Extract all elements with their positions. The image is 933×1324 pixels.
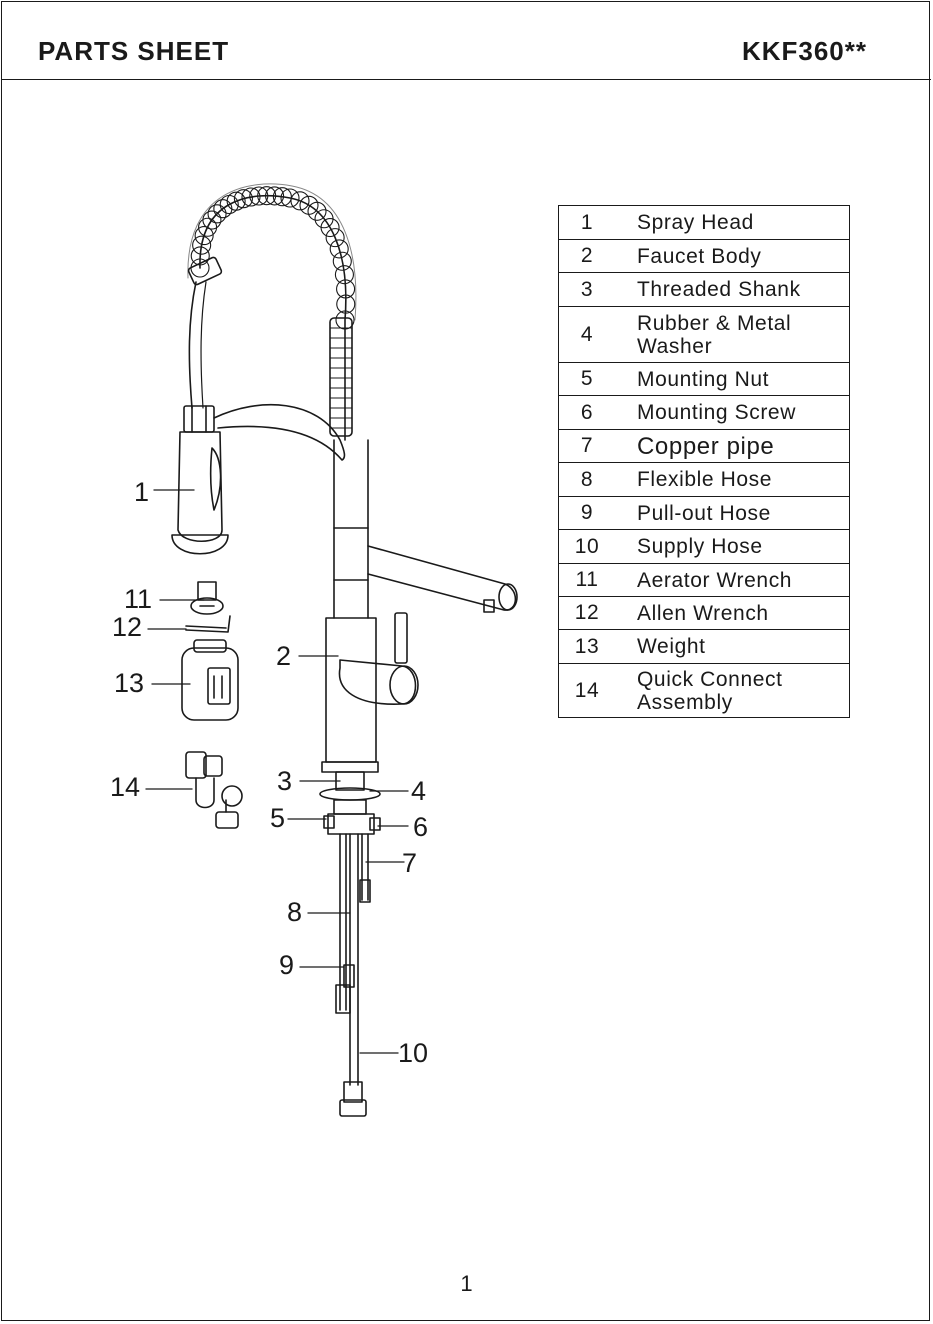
aerator-wrench-drawing (191, 582, 223, 614)
part-name: Weight (615, 630, 850, 664)
part-number: 12 (559, 597, 616, 630)
callout-3: 3 (277, 766, 292, 796)
callout-13: 13 (114, 668, 144, 698)
part-number: 6 (559, 396, 616, 430)
table-row: 5 Mounting Nut (559, 363, 850, 396)
callout-2: 2 (276, 641, 291, 671)
table-row: 4 Rubber & Metal Washer (559, 307, 850, 363)
part-name: Supply Hose (615, 530, 850, 564)
part-number: 7 (559, 430, 616, 463)
callout-numbers: 1 2 3 4 5 6 7 8 9 10 11 12 13 14 (110, 477, 428, 1068)
callout-10: 10 (398, 1038, 428, 1068)
table-row: 1 Spray Head (559, 206, 850, 240)
part-number: 2 (559, 240, 616, 273)
part-name: Flexible Hose (615, 463, 850, 497)
part-name: Threaded Shank (615, 273, 850, 307)
callout-14: 14 (110, 772, 140, 802)
table-row: 14 Quick Connect Assembly (559, 664, 850, 718)
table-row: 9 Pull-out Hose (559, 497, 850, 530)
quick-connect-drawing (186, 752, 242, 828)
part-name: Mounting Nut (615, 363, 850, 396)
supply-hoses-drawing (336, 834, 370, 1116)
part-number: 5 (559, 363, 616, 396)
table-row: 2 Faucet Body (559, 240, 850, 273)
part-number: 1 (559, 206, 616, 240)
table-row: 13 Weight (559, 630, 850, 664)
part-name: Faucet Body (615, 240, 850, 273)
parts-table: 1 Spray Head 2 Faucet Body 3 Threaded Sh… (558, 205, 850, 718)
table-row: 12 Allen Wrench (559, 597, 850, 630)
part-name: Copper pipe (615, 430, 850, 463)
table-row: 10 Supply Hose (559, 530, 850, 564)
allen-wrench-drawing (186, 616, 230, 632)
callout-4: 4 (411, 776, 426, 806)
part-name: Rubber & Metal Washer (615, 307, 850, 363)
part-number: 4 (559, 307, 616, 363)
callout-7: 7 (402, 848, 417, 878)
part-number: 8 (559, 463, 616, 497)
faucet-body-drawing (326, 440, 517, 762)
part-name: Mounting Screw (615, 396, 850, 430)
callout-6: 6 (413, 812, 428, 842)
page-number: 1 (0, 1271, 933, 1297)
callout-5: 5 (270, 803, 285, 833)
table-row: 8 Flexible Hose (559, 463, 850, 497)
part-number: 13 (559, 630, 616, 664)
part-number: 11 (559, 564, 616, 597)
callout-12: 12 (112, 612, 142, 642)
pull-out-hose-line (189, 282, 196, 408)
callout-8: 8 (287, 897, 302, 927)
part-number: 3 (559, 273, 616, 307)
part-name: Allen Wrench (615, 597, 850, 630)
callout-9: 9 (279, 950, 294, 980)
table-row: 3 Threaded Shank (559, 273, 850, 307)
part-name: Quick Connect Assembly (615, 664, 850, 718)
table-row: 7 Copper pipe (559, 430, 850, 463)
table-row: 11 Aerator Wrench (559, 564, 850, 597)
part-name: Aerator Wrench (615, 564, 850, 597)
spray-holder-arm (214, 405, 344, 460)
weight-drawing (182, 640, 238, 720)
part-name: Pull-out Hose (615, 497, 850, 530)
part-number: 9 (559, 497, 616, 530)
part-name: Spray Head (615, 206, 850, 240)
spring-coil (188, 184, 356, 440)
callout-11: 11 (124, 584, 152, 614)
callout-1: 1 (134, 477, 149, 507)
part-number: 14 (559, 664, 616, 718)
part-number: 10 (559, 530, 616, 564)
mounting-hardware-drawing (320, 762, 380, 834)
table-row: 6 Mounting Screw (559, 396, 850, 430)
